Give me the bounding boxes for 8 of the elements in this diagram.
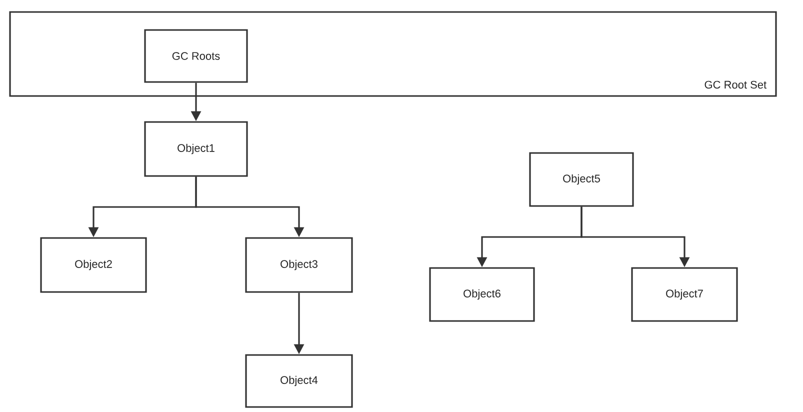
- process-box: Object1: [144, 121, 248, 177]
- process-box: Object7: [631, 267, 738, 322]
- process-box: Object4: [245, 354, 353, 408]
- process-box: Object2: [40, 237, 147, 293]
- process-box: Object3: [245, 237, 353, 293]
- process-box: Object5: [529, 152, 634, 207]
- process-box: GC Roots: [144, 29, 248, 83]
- process-box: Object6: [429, 267, 535, 322]
